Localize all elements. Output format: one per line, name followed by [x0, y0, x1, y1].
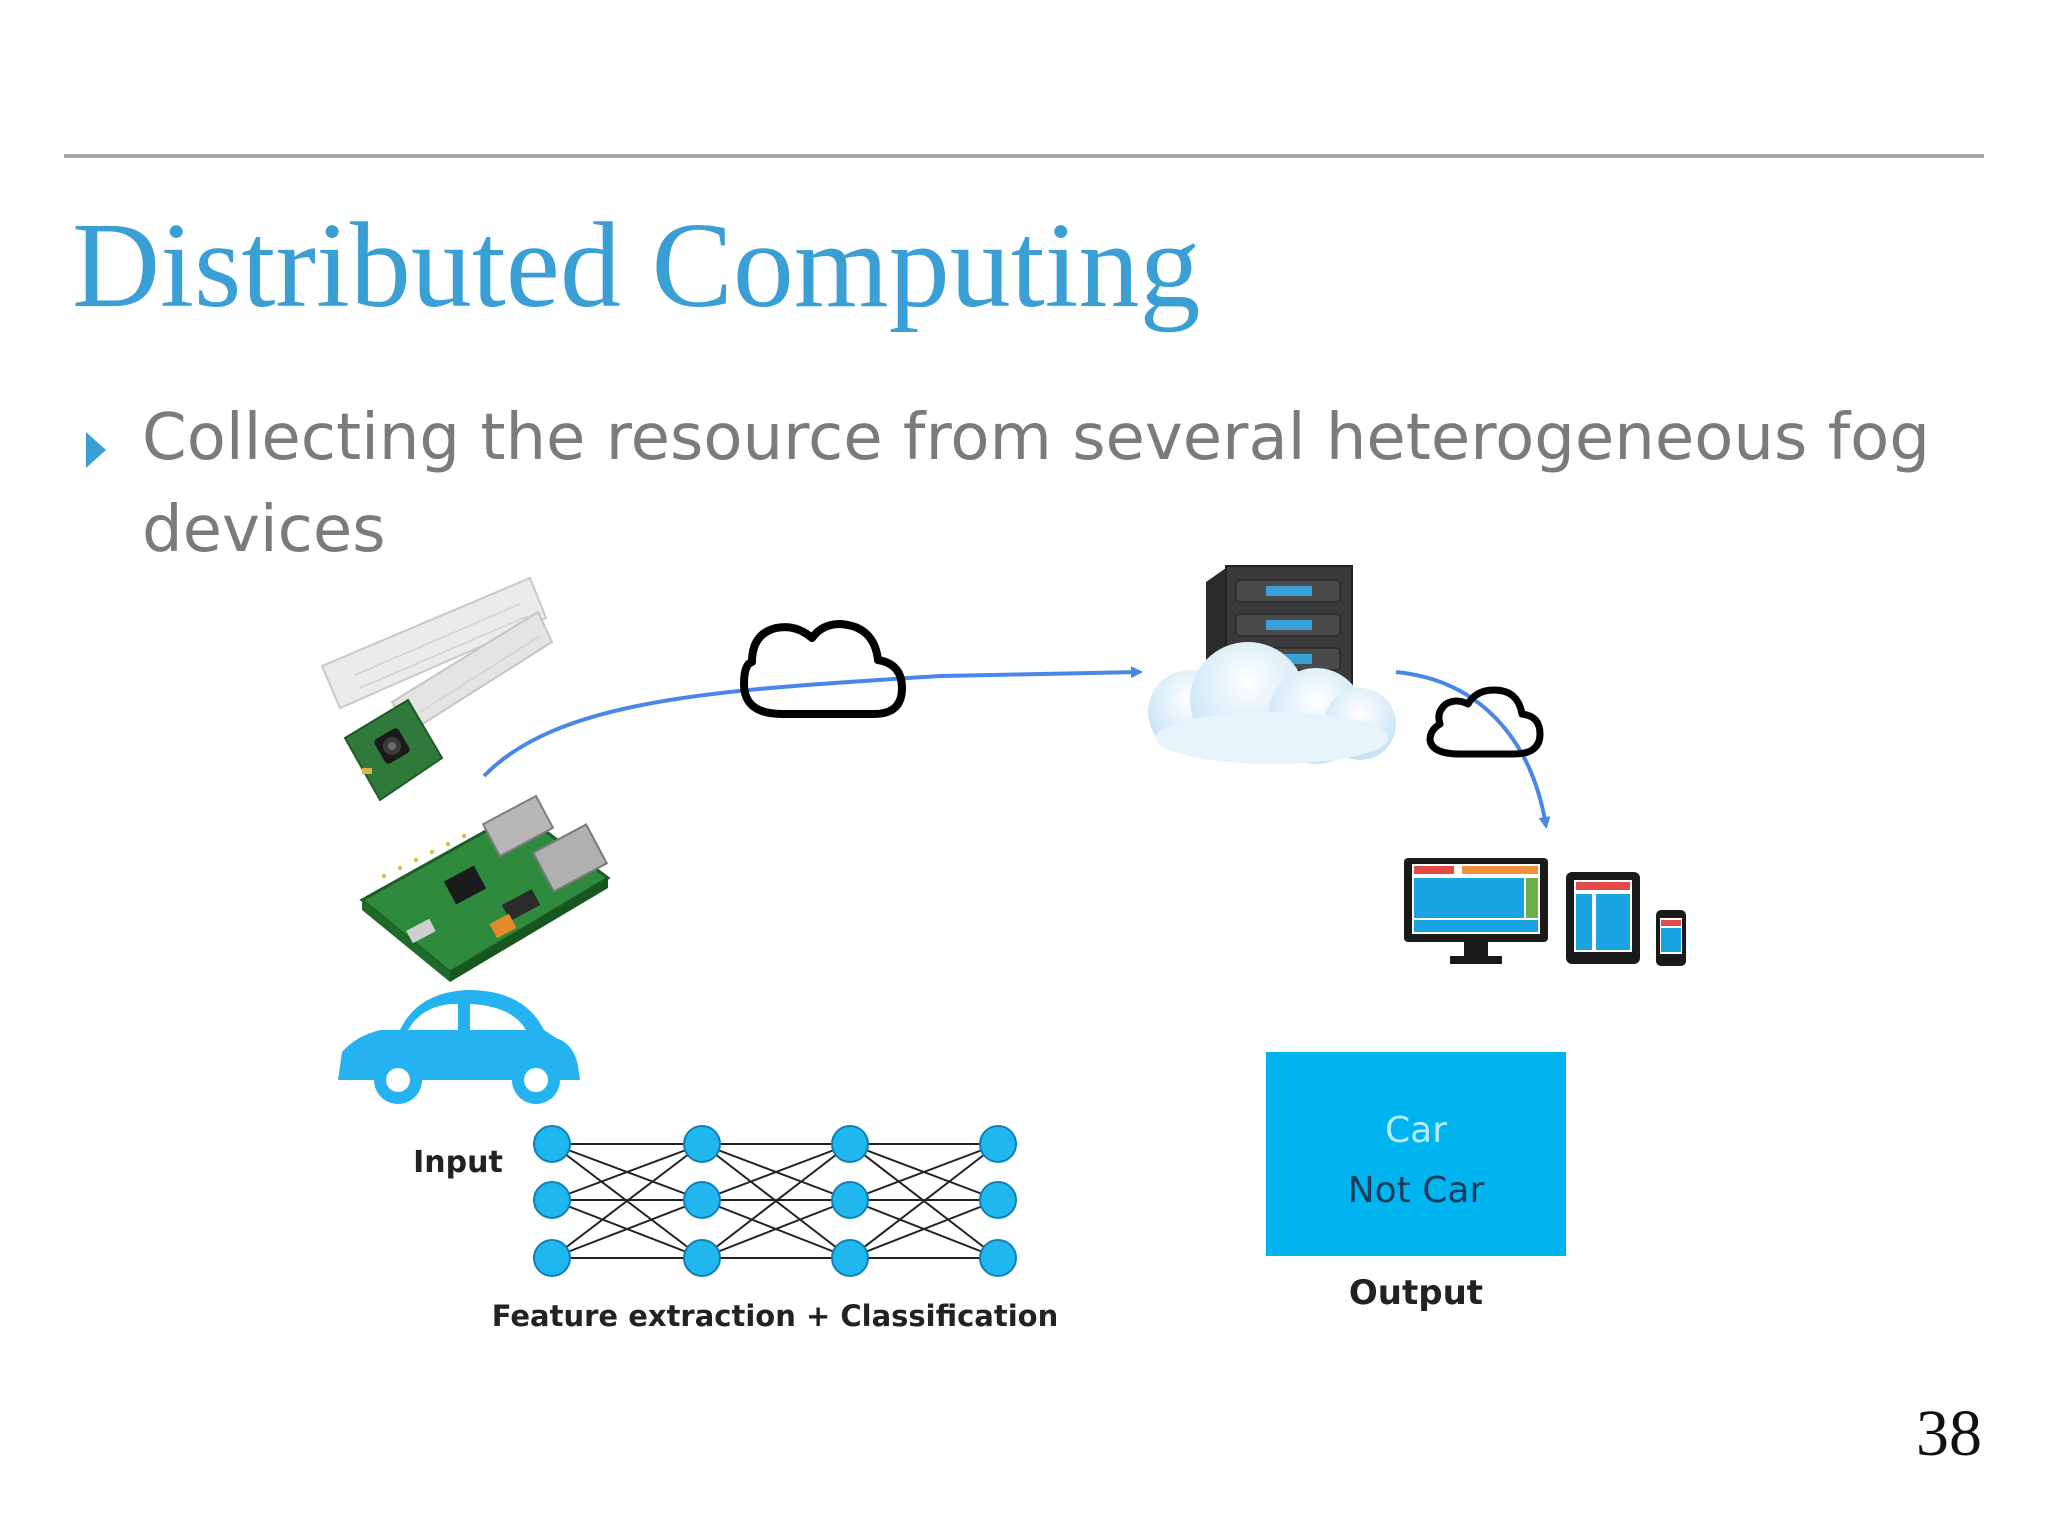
nn-node: [979, 1125, 1017, 1163]
neural-network: [551, 1143, 999, 1259]
nn-node: [683, 1239, 721, 1277]
nn-node: [533, 1125, 571, 1163]
devices-icon: [1404, 858, 1686, 966]
input-label: Input: [413, 1145, 503, 1180]
nn-node: [979, 1181, 1017, 1219]
nn-node: [683, 1125, 721, 1163]
arrow-cloud-to-devices: [1395, 670, 1551, 829]
output-option-car: Car: [1385, 1110, 1447, 1151]
car-icon: [338, 990, 580, 1104]
nn-node: [831, 1181, 869, 1219]
nn-node: [533, 1239, 571, 1277]
nn-node: [831, 1239, 869, 1277]
slide-title: Distributed Computing: [72, 198, 1201, 333]
nn-node: [979, 1239, 1017, 1277]
cloud-outline-icon: [740, 620, 906, 718]
cloud-outline-icon: [1426, 686, 1544, 758]
nn-node: [683, 1181, 721, 1219]
output-box: [1266, 1052, 1566, 1256]
page-number: 38: [1916, 1397, 1982, 1470]
output-option-not-car: Not Car: [1348, 1170, 1485, 1211]
camera-module-icon: [320, 576, 554, 802]
neural-network-nodes: [533, 1125, 1017, 1277]
nn-node: [831, 1125, 869, 1163]
output-label: Output: [1349, 1273, 1483, 1313]
bullet-text: Collecting the resource from several het…: [142, 401, 1930, 567]
cloud-server-icon: [1148, 565, 1396, 764]
nn-caption: Feature extraction + Classification: [492, 1299, 1059, 1333]
arrow-input-to-cloud: [482, 666, 1143, 778]
raspberry-pi-board-icon: [359, 794, 611, 982]
header-rule: [64, 154, 1984, 158]
bullet-arrow-icon: [86, 432, 106, 468]
nn-node: [533, 1181, 571, 1219]
